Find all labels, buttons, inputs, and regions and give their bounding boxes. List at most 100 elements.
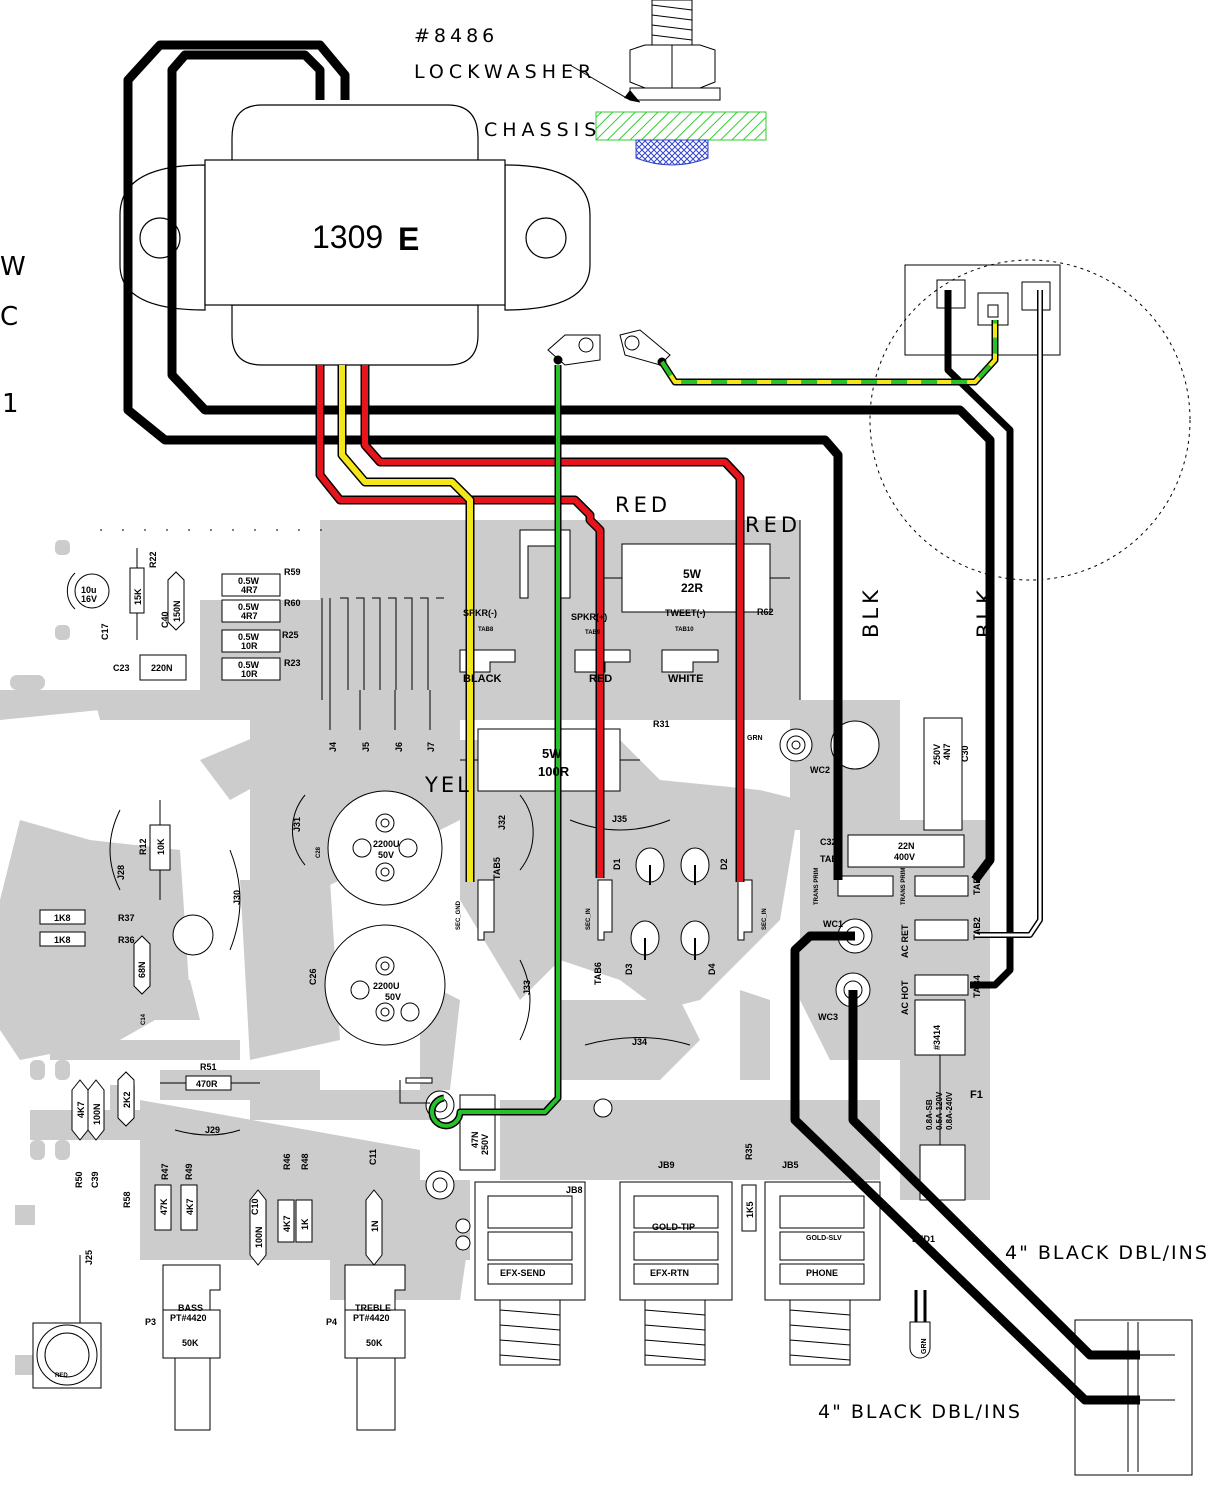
fuse-rating-b: 0.5A-120V (935, 1091, 944, 1130)
j30-label: J30 (232, 890, 242, 905)
r49-label: R49 (184, 1163, 194, 1180)
d4-label: D4 (707, 963, 717, 975)
c32-value: 22N (898, 841, 915, 851)
transformer-suffix: E (398, 221, 419, 257)
chassis-label: CHASSIS (484, 119, 601, 141)
bass-value: 50K (182, 1338, 199, 1348)
c32-tab-label: TAB (820, 854, 838, 864)
r35-label: R35 (744, 1143, 754, 1160)
c39-value: 100N (92, 1103, 102, 1125)
treble-value: 50K (366, 1338, 383, 1348)
r49-value: 4K7 (185, 1198, 195, 1215)
r48-value: 1K (300, 1218, 310, 1230)
edge-fragment-w: W (0, 252, 26, 282)
r22-value: 15K (133, 588, 143, 605)
pcb-traces (0, 520, 990, 1375)
r46-value: 4K7 (282, 1215, 292, 1232)
efx-send-label: EFX-SEND (500, 1268, 546, 1278)
j34-label: J34 (632, 1037, 647, 1047)
r22-label: R22 (148, 551, 158, 568)
c47-value: 47N (470, 1131, 480, 1148)
wc3-label: WC3 (818, 1012, 838, 1022)
r46-label: R46 (282, 1153, 292, 1170)
wire-label-blk-1: BLK (859, 586, 883, 638)
c26-voltage: 50V (385, 992, 401, 1002)
treble-part: PT#4420 (353, 1313, 390, 1323)
r47-value: 47K (159, 1198, 169, 1215)
fuse-rating-a: 0.8A-SB (925, 1099, 934, 1130)
part-number-label: #8486 (414, 25, 498, 47)
r60-label: R60 (284, 598, 301, 608)
tab3-label: TAB3 (972, 872, 982, 895)
r51-label: R51 (200, 1062, 217, 1072)
j35-label: J35 (612, 814, 627, 824)
black-pad-label: BLACK (463, 673, 502, 685)
r60-value: 4R7 (241, 611, 258, 621)
c30-value: 4N7 (942, 743, 952, 760)
r59-watt: 0.5W (238, 576, 260, 586)
spkr-pos-label: SPKR(+) (571, 612, 607, 622)
led-grn-label: GRN (921, 1338, 928, 1354)
wire-label-red-2: RED (745, 513, 801, 537)
d2-label: D2 (719, 858, 729, 870)
c26-label: C26 (308, 968, 318, 985)
ac-ret-label: AC RET (900, 924, 910, 958)
labels: #8486 LOCKWASHER CHASSIS 1309 E W C 1 RE… (0, 25, 1207, 1423)
r23-label: R23 (284, 658, 301, 668)
c17-voltage: 16V (81, 594, 97, 604)
c11-label: C11 (368, 1149, 378, 1165)
r59-label: R59 (284, 567, 301, 577)
c23-value: 220N (151, 663, 173, 673)
c47-voltage: 250V (480, 1134, 490, 1155)
treble-label: TREBLE (355, 1303, 391, 1313)
c10-value: 100N (254, 1226, 264, 1248)
r62-value: 22R (681, 581, 703, 595)
j25-label: J25 (84, 1250, 94, 1265)
j29-label: J29 (205, 1125, 220, 1135)
c40-value: 150N (172, 600, 182, 622)
gold-slv-label: GOLD-SLV (806, 1235, 842, 1242)
sec-in-label-1: SEC_IN (586, 908, 592, 930)
tab8-label: TAB8 (478, 627, 494, 633)
d3-label: D3 (624, 963, 634, 975)
trans-prim-label-2: TRANS PRIM (901, 868, 907, 905)
r35-value: 1K5 (745, 1201, 755, 1218)
c32-label: C32 (820, 837, 837, 847)
r62-watt: 5W (683, 567, 702, 581)
j32-label: J32 (497, 815, 507, 830)
r36-value: 1K8 (54, 935, 71, 945)
r60-watt: 0.5W (238, 602, 260, 612)
r37-value: 1K8 (54, 913, 71, 923)
transformer-model: 1309 (312, 219, 383, 255)
j6-label: J6 (394, 742, 404, 752)
r51-value: 470R (196, 1079, 218, 1089)
c10-label: C10 (250, 1198, 260, 1215)
edge-fragment-1: 1 (2, 389, 19, 419)
fuse-rating-c: 0.8A-240V (945, 1091, 954, 1130)
wire-label-yel: YEL (424, 773, 472, 797)
wc2-label: WC2 (810, 765, 830, 775)
jack-phone (764, 1181, 881, 1366)
cable-label-2: 4" BLACK DBL/INS (818, 1401, 1022, 1423)
j5-label: J5 (361, 742, 371, 752)
c32-voltage: 400V (894, 852, 915, 862)
r31-label: R31 (653, 719, 670, 729)
r50-value: 4K7 (76, 1101, 86, 1118)
r31-watt: 5W (542, 746, 562, 761)
jb8-label: JB8 (566, 1185, 583, 1195)
red-pad-label: RED (589, 673, 612, 685)
wires (123, 40, 1175, 1405)
spkr-neg-label: SPKR(-) (463, 608, 497, 618)
ac-hot-label: AC HOT (900, 980, 910, 1015)
c28-label: C28 (316, 846, 322, 858)
tab6-label: TAB6 (593, 962, 603, 985)
r47-label: R47 (160, 1163, 170, 1180)
j31-label: J31 (292, 817, 302, 832)
r12-value: 10K (156, 838, 166, 855)
r58-value: 2K2 (122, 1091, 132, 1108)
r25-label: R25 (282, 630, 299, 640)
wc1-label: WC1 (823, 919, 843, 929)
r50-label: R50 (74, 1171, 84, 1188)
grn-pad-label: GRN (747, 735, 763, 742)
